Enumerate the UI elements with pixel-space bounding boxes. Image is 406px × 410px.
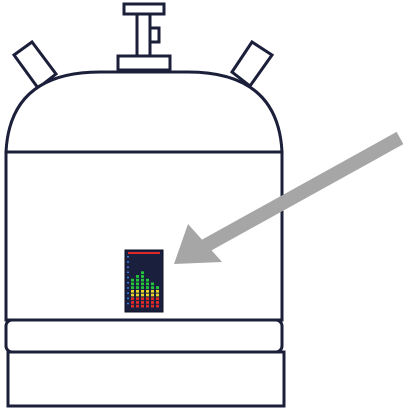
gauge-scale-tick: [127, 256, 129, 258]
gauge-bar-segment: [141, 286, 144, 289]
gauge-scale-tick: [127, 302, 129, 305]
gauge-bar-segment: [131, 293, 134, 297]
gauge-bar-segment: [146, 286, 149, 289]
gauge-bar-segment: [151, 289, 154, 293]
gauge-bar-segment: [131, 282, 134, 286]
gauge-scale-tick: [127, 282, 129, 284]
gauge-bar-segment: [151, 286, 154, 289]
gauge-bar-segment: [146, 293, 149, 297]
gauge-bar-segment: [146, 297, 149, 301]
gauge-bar-segment: [136, 301, 139, 304]
pointer-arrow: [174, 131, 404, 264]
gauge-bar-segment: [151, 297, 154, 301]
gauge-bar-segment: [136, 289, 139, 293]
gauge-scale-tick: [127, 261, 129, 263]
gauge-bar-segment: [156, 286, 159, 289]
gauge-bar-segment: [131, 301, 134, 304]
gauge-bar-segment: [131, 278, 134, 282]
gauge-bar-segment: [146, 304, 149, 308]
gauge-bar-segment: [131, 289, 134, 293]
gauge-bar-segment: [141, 271, 144, 275]
pointer-arrow-shaft: [201, 131, 404, 253]
gauge-bar-segment: [141, 293, 144, 297]
gauge-header-strip: [128, 252, 160, 254]
gauge-bar-segment: [146, 289, 149, 293]
gauge-bar-segment: [141, 282, 144, 286]
gauge-bar-segment: [131, 286, 134, 289]
gauge-bar-segment: [146, 278, 149, 282]
dome-head: [4, 70, 284, 154]
gauge-bar-segment: [136, 275, 139, 278]
gauge-bar-segment: [156, 297, 159, 301]
gauge-bar-segment: [136, 293, 139, 297]
gauge-bar-segment: [141, 304, 144, 308]
left-vent-pipe: [11, 39, 59, 91]
pointer-arrow-head: [174, 224, 222, 264]
gauge-scale-tick: [127, 297, 129, 300]
gauge-bar-segment: [156, 304, 159, 308]
gauge-scale-tick: [127, 271, 129, 274]
bottom-band: [4, 318, 284, 354]
gauge-scale-tick: [127, 276, 129, 279]
gauge-bar-segment: [131, 297, 134, 301]
gauge-bar-segment: [146, 301, 149, 304]
gauge-bar-segment: [151, 293, 154, 297]
right-vent-pipe: [229, 39, 275, 89]
gauge-bar-segment: [141, 278, 144, 282]
gauge-bar-segment: [136, 282, 139, 286]
gauge-bar-segment: [141, 301, 144, 304]
gauge-bar-segment: [156, 293, 159, 297]
gauge-bar-segment: [141, 289, 144, 293]
gauge-bar-segment: [156, 289, 159, 293]
gauge-bar-segment: [136, 278, 139, 282]
gauge-bar-segment: [141, 297, 144, 301]
gauge-bar-segment: [141, 275, 144, 278]
gauge-bar-segment: [136, 304, 139, 308]
gauge-bar-segment: [151, 304, 154, 308]
gauge-bar-segment: [156, 301, 159, 304]
gauge-bar-segment: [136, 286, 139, 289]
gauge-bar-segment: [146, 282, 149, 286]
gauge-bar-segment: [151, 301, 154, 304]
gauge-scale-tick: [127, 287, 129, 289]
gauge-scale-tick: [127, 292, 129, 294]
top-valve-stem: [116, 2, 172, 72]
base-ring: [6, 350, 286, 408]
gauge-bar-segment: [131, 304, 134, 308]
gauge-scale-tick: [127, 266, 129, 268]
gauge-bar-segment: [136, 297, 139, 301]
gauge-bar-segment: [151, 282, 154, 286]
level-indicator-gauge: [124, 249, 164, 313]
